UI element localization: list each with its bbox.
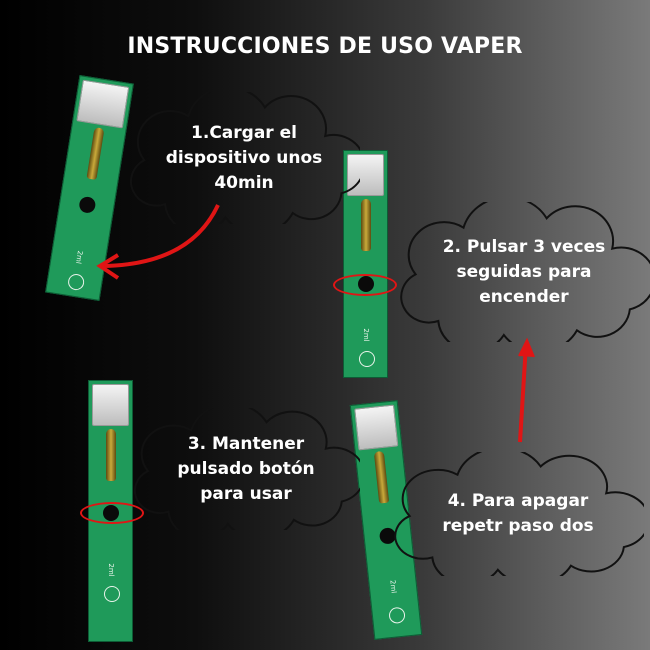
brand-logo-icon (103, 586, 120, 602)
arrowhead-step-1 (96, 253, 120, 280)
button-highlight-ring (80, 502, 144, 524)
arrow-step-1 (101, 204, 220, 268)
step-2-cloud: 2. Pulsar 3 veces seguidas para encender (398, 202, 650, 342)
coil (105, 429, 116, 481)
step-4-cloud: 4. Para apagar repetr paso dos (392, 452, 644, 576)
step-1-line-3: 40min (214, 172, 274, 193)
button-highlight-ring (333, 274, 397, 296)
step-3-line-3: para usar (200, 483, 292, 504)
step-3-line-1: 3. Mantener (187, 433, 305, 454)
step-2-line-1: 2. Pulsar 3 veces (442, 236, 606, 257)
step-4-line-2: repetr paso dos (442, 516, 594, 536)
mouthpiece-cap (92, 384, 129, 426)
step-1-line-2: dispositivo unos (165, 147, 323, 168)
step-3-cloud: 3. Mantener pulsado botón para usar (132, 408, 360, 530)
cloud-shape-icon (128, 92, 360, 224)
step-4-line-1: 4. Para apagar (447, 491, 589, 511)
cloud-shape-icon (398, 202, 650, 342)
step-1-cloud: 1.Cargar el dispositivo unos 40min (128, 92, 360, 224)
arrowhead-step-4 (518, 337, 535, 358)
page-title: INSTRUCCIONES DE USO VAPER (127, 34, 523, 59)
brand-logo-icon (358, 351, 375, 367)
cloud-shape-icon (132, 408, 360, 530)
arrow-step-4 (518, 343, 528, 443)
step-1-line-1: 1.Cargar el (191, 122, 297, 143)
step-3-line-2: pulsado botón (177, 458, 315, 479)
cloud-shape-icon (392, 452, 644, 576)
mouthpiece-cap (347, 154, 384, 196)
step-2-line-2: seguidas para (456, 261, 592, 282)
coil (360, 199, 371, 251)
step-2-line-3: encender (479, 286, 569, 307)
